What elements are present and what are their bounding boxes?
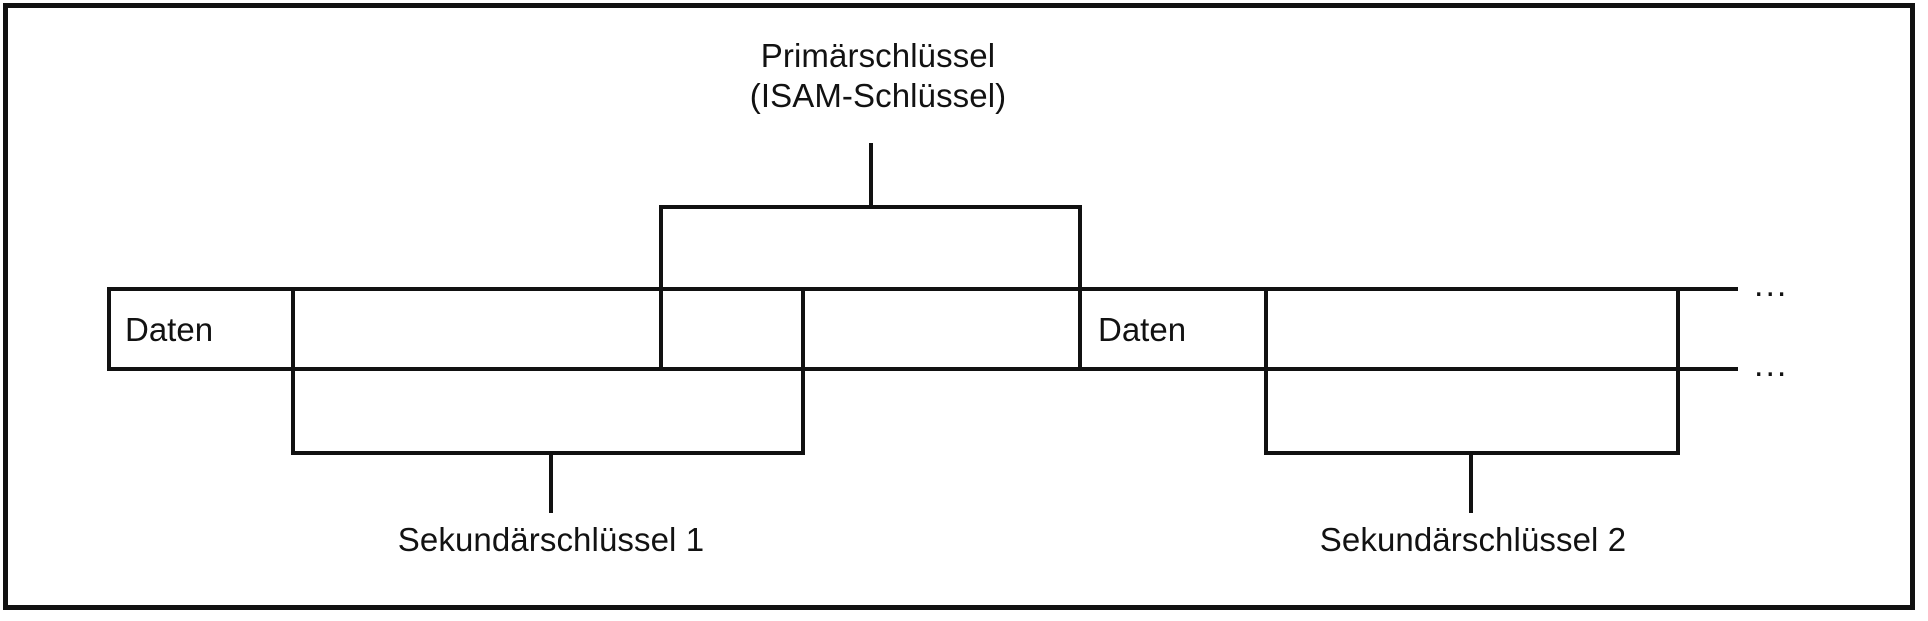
record-band-left-cap: [107, 287, 111, 371]
record-1-field-divider: [801, 287, 805, 371]
continuation-ellipsis-top: ...: [1754, 266, 1789, 304]
primary-key-label: Primärschlüssel (ISAM-Schlüssel): [750, 36, 1006, 116]
record-2-start-divider: [1078, 287, 1082, 371]
record-2-data-cell-label: Daten: [1098, 311, 1187, 348]
secondary-key-1-stem: [549, 451, 553, 513]
continuation-ellipsis-bottom: ...: [1754, 346, 1789, 384]
secondary-key-1-bracket-left-edge: [291, 367, 295, 455]
primary-key-bracket-top: [659, 205, 1082, 209]
secondary-key-1-bracket-bottom: [291, 451, 805, 455]
secondary-key-2-bracket-right-edge: [1676, 367, 1680, 455]
record-band-bottom-rail: [107, 367, 1738, 371]
secondary-key-2-stem: [1469, 451, 1473, 513]
record-1-data-field-divider: [291, 287, 295, 371]
record-band-top-rail: [107, 287, 1738, 291]
record-band-right-divider: [1676, 287, 1680, 371]
diagram-outer-border: Primärschlüssel (ISAM-Schlüssel) Daten D…: [3, 3, 1915, 610]
secondary-key-2-bracket-left-edge: [1264, 367, 1268, 455]
secondary-key-2-label: Sekundärschlüssel 2: [1319, 521, 1627, 558]
primary-key-stem: [869, 143, 873, 209]
record-2-data-field-divider: [1264, 287, 1268, 371]
primary-key-label-line1: Primärschlüssel: [760, 37, 996, 74]
secondary-key-1-bracket-right-edge: [801, 367, 805, 455]
record-1-data-cell-label: Daten: [125, 311, 214, 348]
secondary-key-1-label: Sekundärschlüssel 1: [397, 521, 705, 558]
primary-key-label-line2: (ISAM-Schlüssel): [749, 77, 1007, 114]
